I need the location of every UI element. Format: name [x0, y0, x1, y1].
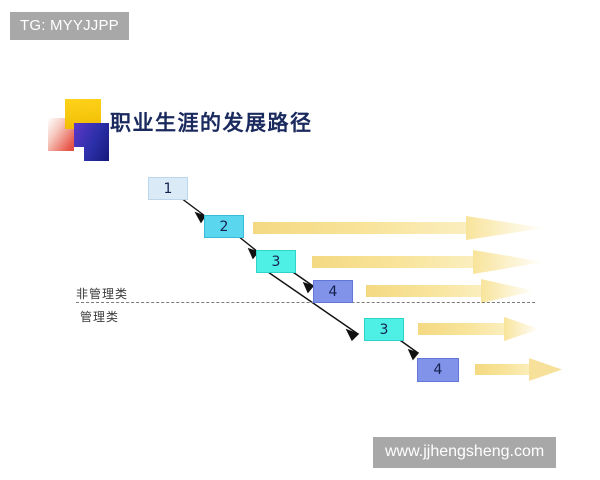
band-label-non-management: 非管理类 — [76, 287, 129, 301]
growth-arrow-2 — [312, 250, 545, 274]
growth-arrow-3 — [366, 279, 535, 303]
telegram-channel-badge: TG: MYYJJPP — [10, 12, 129, 40]
growth-arrow-5 — [475, 358, 562, 381]
logo-blue-square-notch — [74, 147, 84, 161]
career-path-logo-icon — [48, 96, 114, 162]
stage-box-nonmanagement-2[interactable]: 2 — [204, 215, 244, 238]
band-divider-line — [76, 302, 535, 303]
stage-box-management-4[interactable]: 4 — [417, 358, 459, 382]
band-label-management: 管理类 — [80, 310, 120, 324]
site-watermark: www.jjhengsheng.com — [373, 437, 557, 468]
stage-box-label: 4 — [328, 283, 338, 300]
stage-box-nonmanagement-4[interactable]: 4 — [313, 280, 353, 303]
stage-box-nonmanagement-3[interactable]: 3 — [256, 250, 296, 273]
stage-box-label: 3 — [271, 253, 281, 270]
stage-box-nonmanagement-1[interactable]: 1 — [148, 177, 188, 200]
stage-box-label: 4 — [433, 362, 443, 378]
growth-arrow-1 — [253, 216, 545, 240]
growth-arrow-4 — [418, 317, 540, 341]
page-title: 职业生涯的发展路径 — [110, 111, 313, 135]
stage-box-label: 3 — [379, 321, 389, 338]
stage-box-management-3[interactable]: 3 — [364, 318, 404, 341]
stage-box-label: 2 — [219, 218, 229, 235]
stage-box-label: 1 — [163, 180, 173, 197]
title-block: 职业生涯的发展路径 — [48, 96, 368, 166]
